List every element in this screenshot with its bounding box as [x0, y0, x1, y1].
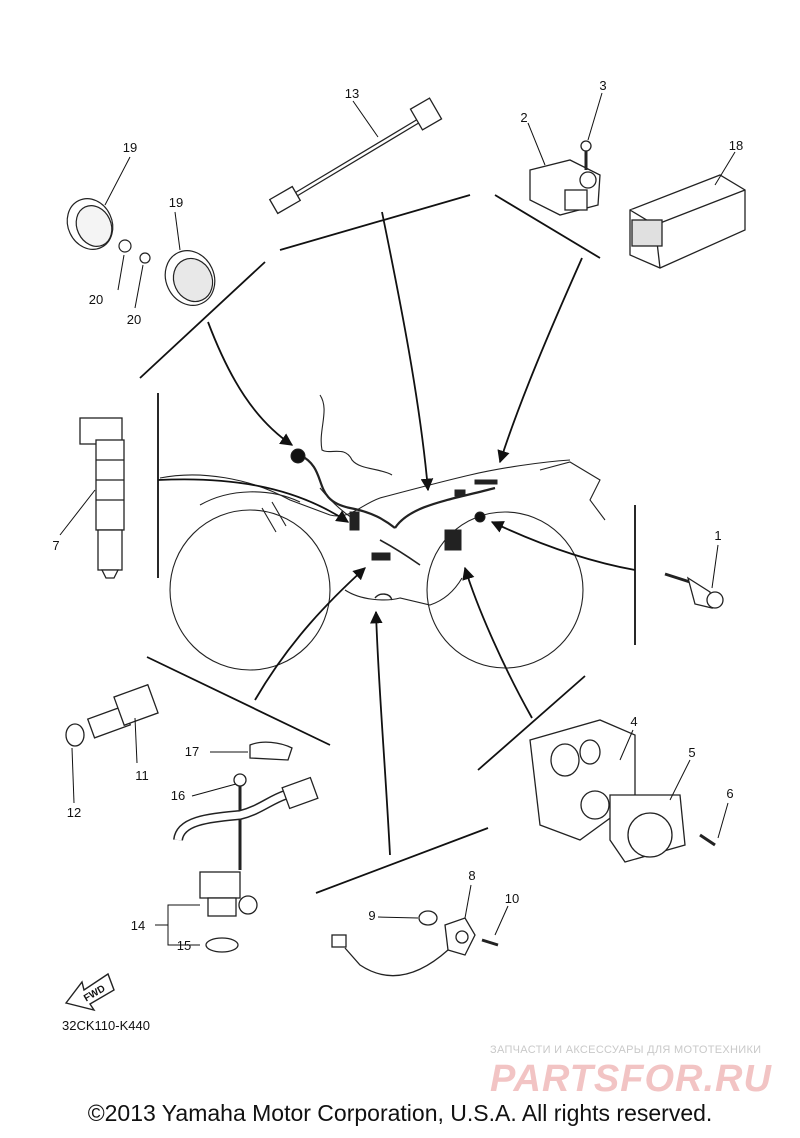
watermark-tagline: ЗАПЧАСТИ И АКСЕССУАРЫ ДЛЯ МОТОТЕХНИКИ [490, 1044, 762, 1056]
group-brackets [139, 194, 636, 894]
leader-arrows [157, 211, 636, 856]
wiring-harness [290, 448, 498, 601]
crank-sensor-part [173, 741, 319, 953]
switch-part [664, 572, 724, 609]
ignition-coil-part [79, 417, 125, 579]
reflector-parts [66, 198, 216, 306]
callout-4: 4 [630, 714, 637, 729]
callout-2: 2 [520, 110, 527, 125]
callout-14: 14 [131, 918, 145, 933]
callout-20-right: 20 [127, 312, 141, 327]
callout-19-right: 19 [169, 195, 183, 210]
copyright-notice: ©2013 Yamaha Motor Corporation, U.S.A. A… [87, 1100, 713, 1126]
callout-8: 8 [468, 868, 475, 883]
callout-1: 1 [714, 528, 721, 543]
throttle-body-part [529, 719, 716, 863]
callout-7: 7 [52, 538, 59, 553]
position-sensor-part [331, 910, 499, 977]
callout-18: 18 [729, 138, 743, 153]
callout-9: 9 [368, 908, 375, 923]
callout-15: 15 [177, 938, 191, 953]
callout-16: 16 [171, 788, 185, 803]
sensor-part [529, 140, 601, 216]
callout-19-left: 19 [123, 140, 137, 155]
callout-leaders [59, 92, 736, 946]
callout-11: 11 [135, 768, 149, 783]
callout-6: 6 [726, 786, 733, 801]
watermark-brand: PARTSFOR.RU [490, 1058, 772, 1100]
lead-wire-part [268, 97, 443, 215]
callout-13: 13 [345, 86, 359, 101]
callout-5: 5 [688, 745, 695, 760]
motorcycle-outline [159, 394, 606, 671]
callout-17: 17 [185, 744, 199, 759]
ecu-part [629, 174, 746, 269]
forward-arrow-icon: FWD [64, 972, 115, 1012]
temperature-sensor-part [65, 683, 159, 747]
callout-labels: 1 2 3 4 5 6 7 8 9 10 11 12 13 14 15 16 1… [52, 78, 743, 953]
callout-10: 10 [505, 891, 519, 906]
reference-code: 32CK110-K440 [62, 1018, 150, 1033]
callout-3: 3 [599, 78, 606, 93]
callout-12: 12 [67, 805, 81, 820]
callout-20-left: 20 [89, 292, 103, 307]
